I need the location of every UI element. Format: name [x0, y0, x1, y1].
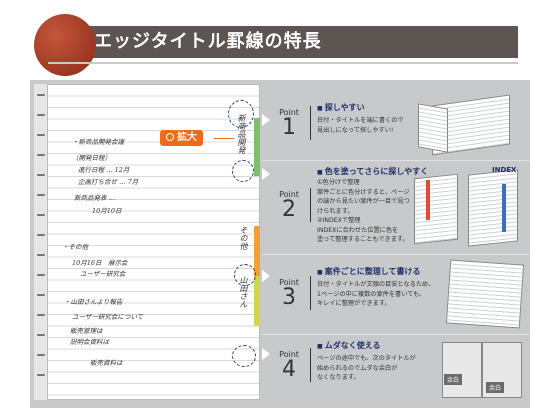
header-circle-decoration	[34, 14, 96, 76]
edge-tab-yellow	[254, 276, 260, 326]
page-header: エッジタイトル罫線の特長	[0, 0, 560, 76]
point-number-label: Point 3	[279, 278, 299, 310]
pointer-arrow	[262, 114, 270, 126]
index-illustration: INDEX	[412, 166, 524, 248]
edge-tab-green	[254, 118, 260, 176]
point-title: 案件ごとに整理して書ける	[317, 266, 421, 277]
header-divider	[48, 62, 518, 64]
edge-title-mark: 山田さん	[239, 276, 248, 308]
notebook-page-illustration	[445, 259, 525, 329]
note-line: 販売管理は	[70, 327, 103, 335]
note-line: 販売資料は	[90, 359, 123, 367]
point-number-label: Point 1	[279, 108, 299, 140]
zoom-badge: 拡大	[160, 130, 203, 146]
point-2: Point 2 色を塗ってさらに探しやすく ①色分けで整理 案件ごとに色分けする…	[262, 162, 530, 252]
blank-space-illustration: 余白 余白	[440, 338, 524, 402]
note-line: 進行日程 … 12月	[78, 166, 130, 174]
point-1: Point 1 探しやすい 日付・タイトルを端に書くので 見出しになって探しやす…	[262, 94, 530, 158]
point-body: 日付・タイトルが文頭の目安となるため、 1ページの中に複数の案件を書いても、 キ…	[317, 281, 435, 307]
edge-title-mark: 新商品開発	[237, 114, 246, 154]
point-title: ムダなく使える	[317, 340, 381, 351]
note-line: ユーザー研究会	[80, 270, 126, 278]
pointer-arrow	[262, 270, 270, 282]
point-body: 日付・タイトルを端に書くので 見出しになって探しやすい!	[317, 117, 404, 134]
edge-tab-orange	[254, 226, 260, 286]
note-line: 企画打ち合せ … 7月	[78, 178, 139, 186]
note-line: 説明会資料は	[70, 338, 109, 346]
point-3: Point 3 案件ごとに整理して書ける 日付・タイトルが文頭の目安となるため、…	[262, 256, 530, 332]
notebook-page	[34, 84, 260, 400]
point-body: ページの途中でも、次のタイトルが 始められるのでムダな余白が なくなります。	[317, 355, 416, 381]
note-line: 10月16日 展示会	[72, 259, 128, 267]
header-title-bar: エッジタイトル罫線の特長	[48, 26, 518, 58]
note-line: 新商品発表 …	[74, 194, 116, 202]
pointer-arrow	[262, 348, 270, 360]
note-line: ・新商品開発会議	[72, 138, 124, 146]
notebook-illustration	[412, 94, 520, 156]
point-4: Point 4 ムダなく使える ページの途中でも、次のタイトルが 始められるので…	[262, 336, 530, 406]
edge-title-mark: その他	[239, 226, 248, 250]
blank-space-tag: 余白	[486, 382, 505, 393]
highlight-circle	[232, 160, 254, 182]
highlight-circle	[232, 345, 256, 367]
highlight-circle	[228, 100, 254, 128]
notebook-spine	[34, 84, 48, 400]
highlight-circle	[234, 264, 256, 286]
magnifier-icon	[166, 133, 174, 141]
note-line: 〔開発日程〕	[72, 154, 111, 162]
zoom-connector	[214, 138, 234, 139]
note-line: ・その他	[62, 243, 88, 251]
note-line: ユーザー研究会について	[72, 313, 144, 321]
page-title: エッジタイトル罫線の特長	[94, 31, 322, 52]
note-line: 10月10日	[92, 207, 129, 215]
zoom-badge-label: 拡大	[177, 132, 197, 143]
index-label: INDEX	[492, 166, 517, 174]
note-line: ・山田さんより報告	[64, 298, 123, 306]
point-number-label: Point 4	[279, 350, 299, 382]
point-body: ①色分けで整理 案件ごとに色分けすると、ページ の端から見たい案件が一目で見つ …	[317, 179, 410, 243]
point-title: 色を塗ってさらに探しやすく	[317, 166, 429, 177]
point-number-label: Point 2	[279, 190, 299, 222]
pointer-arrow	[262, 168, 270, 180]
point-title: 探しやすい	[317, 102, 365, 113]
blank-space-tag: 余白	[444, 374, 463, 385]
